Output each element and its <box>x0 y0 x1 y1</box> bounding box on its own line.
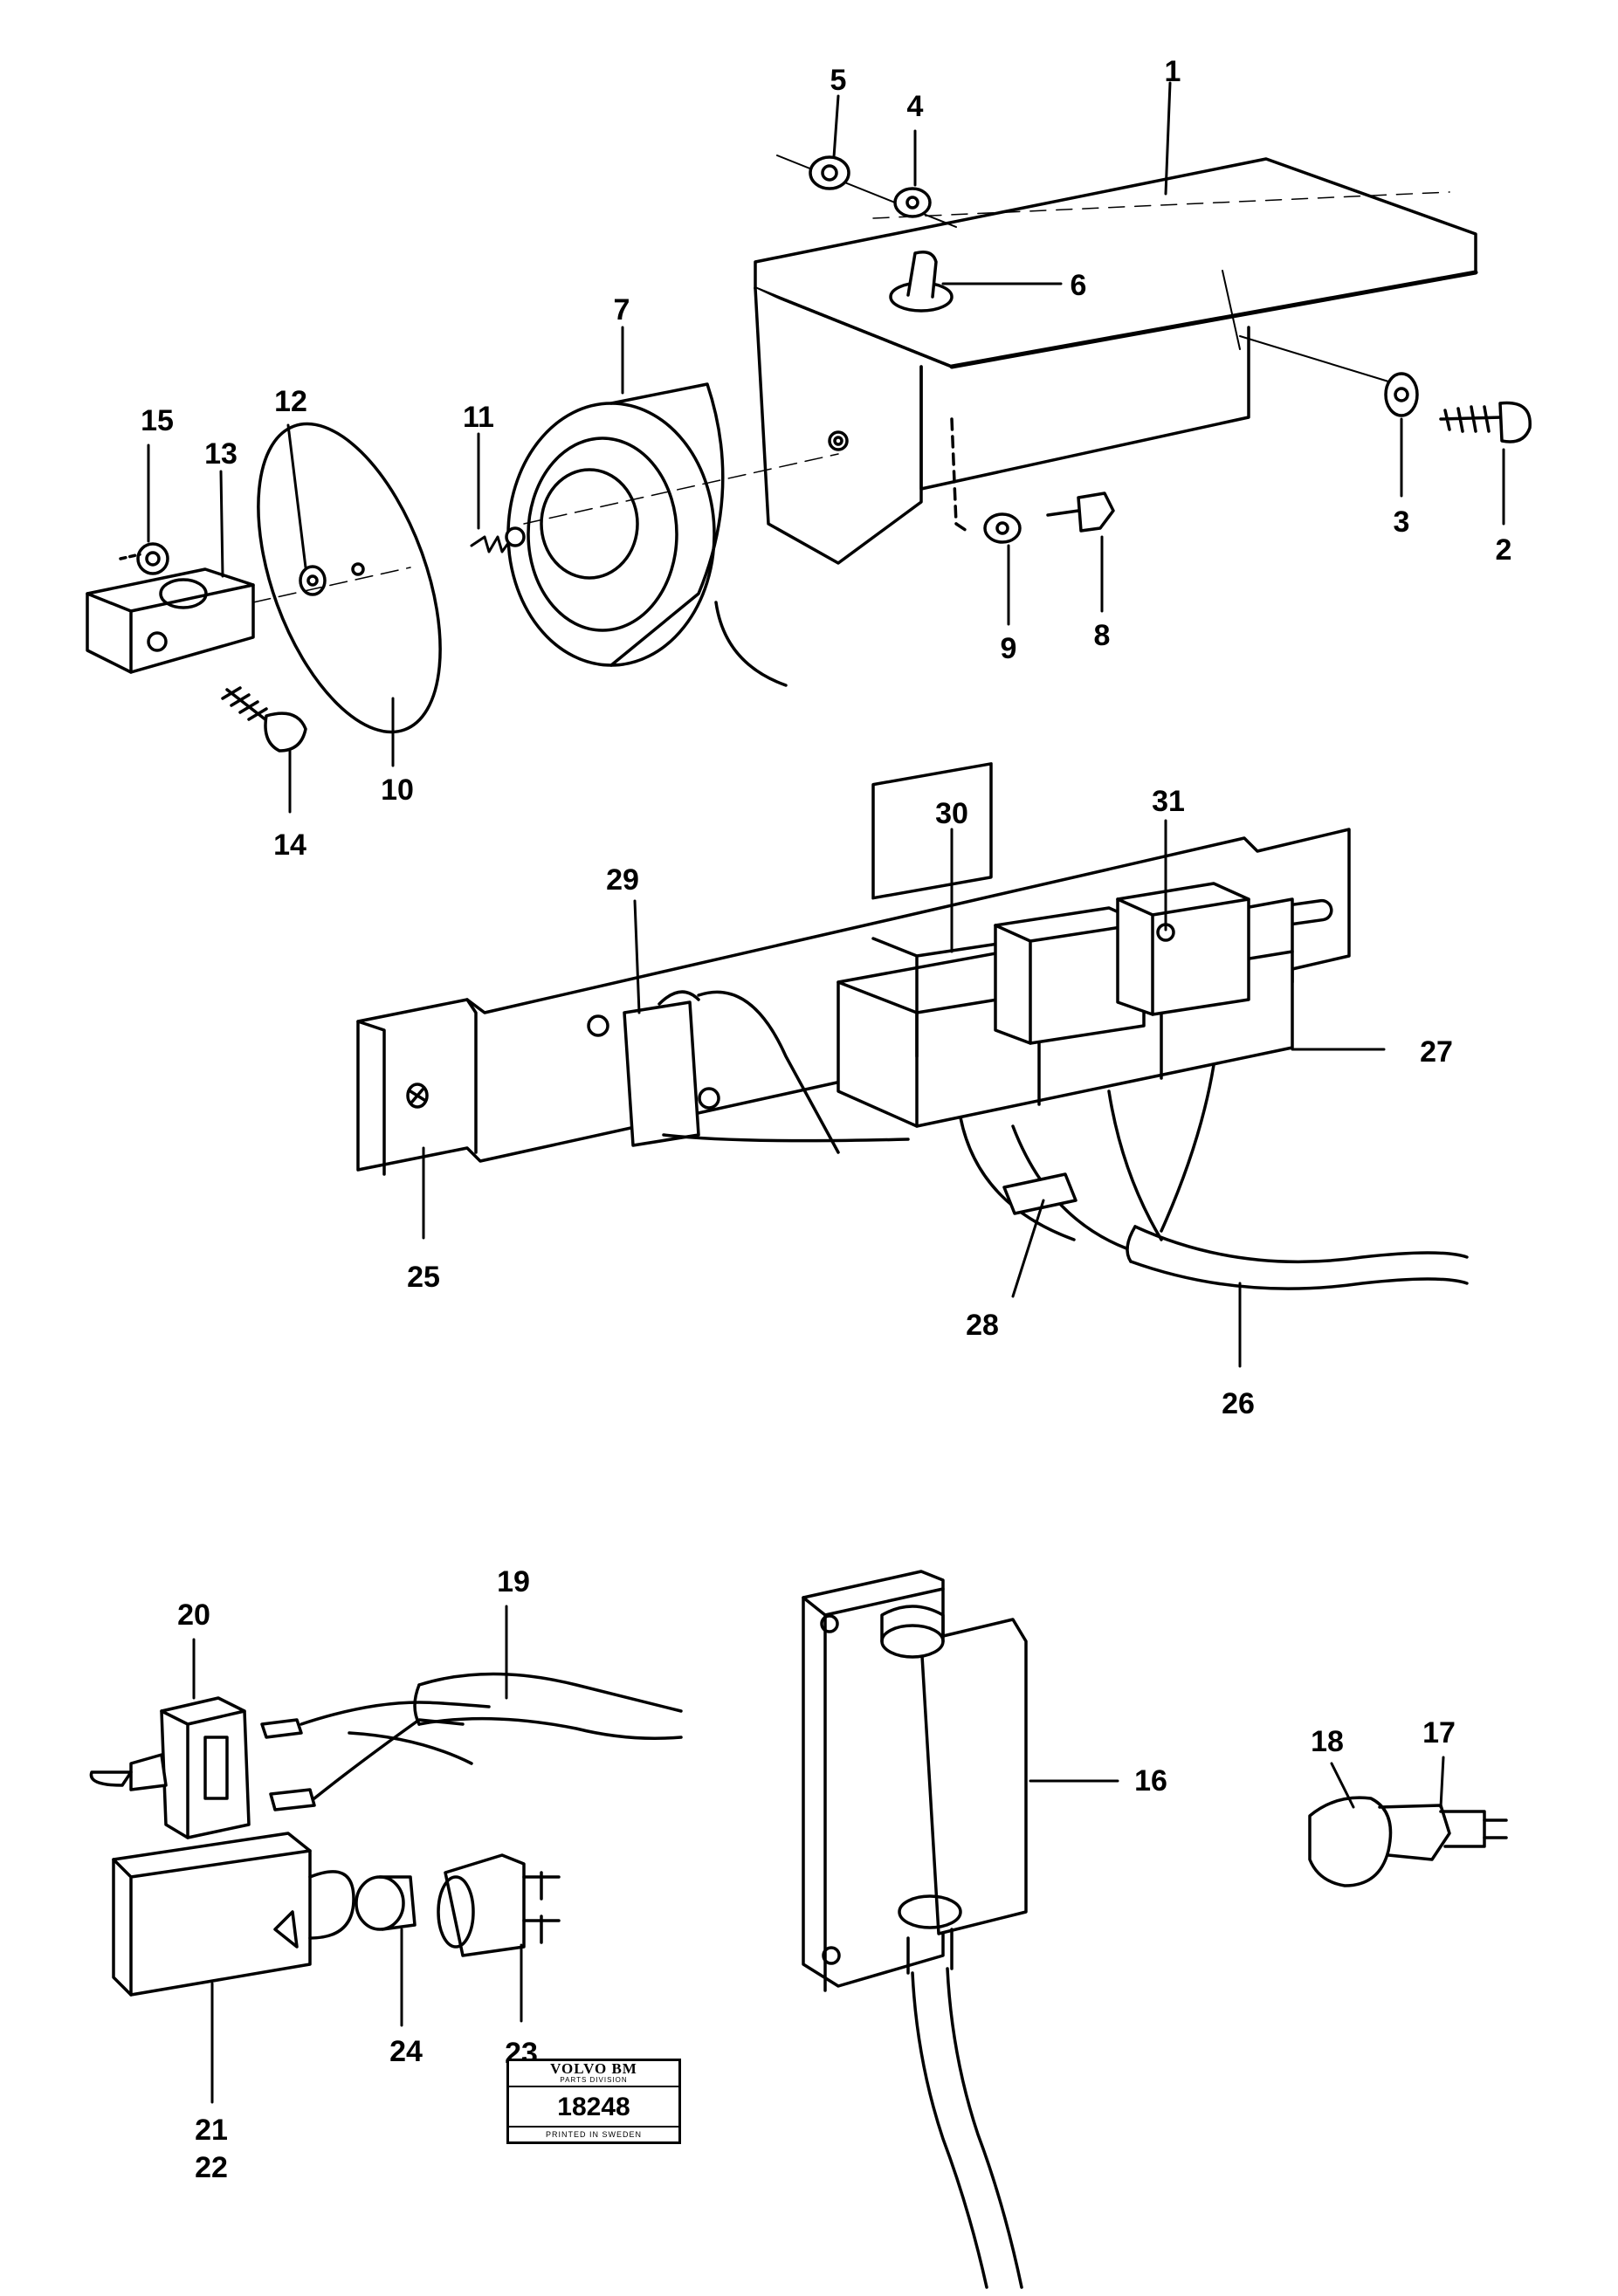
stamp-division: PARTS DIVISION <box>560 2076 628 2084</box>
callout-11: 11 <box>463 401 494 434</box>
callout-21: 21 <box>195 2114 228 2147</box>
callout-12: 12 <box>274 385 307 418</box>
clamp-part <box>86 542 307 753</box>
relay-block-part <box>837 762 1294 1128</box>
callout-24: 24 <box>389 2035 423 2068</box>
buzzer-part <box>506 382 839 687</box>
callout-22: 22 <box>195 2151 228 2184</box>
disc-part <box>252 422 442 734</box>
indicator-lamp-part <box>1308 1796 1508 1887</box>
callout-1: 1 <box>1164 55 1181 88</box>
callout-8: 8 <box>1093 619 1111 652</box>
callout-15: 15 <box>141 404 174 437</box>
callout-10: 10 <box>381 773 414 807</box>
callout-31: 31 <box>1152 785 1185 818</box>
callout-19: 19 <box>497 1565 530 1598</box>
callout-29: 29 <box>606 863 639 897</box>
callout-13: 13 <box>204 437 238 471</box>
harness-part <box>959 1063 1469 1290</box>
callout-5: 5 <box>830 64 847 97</box>
lamp-assembly-part <box>112 1832 561 1997</box>
callout-28: 28 <box>966 1309 999 1342</box>
switch-box-part <box>802 1570 1028 2289</box>
callout-16: 16 <box>1134 1764 1167 1798</box>
callout-18: 18 <box>1311 1725 1344 1758</box>
nut-washer-lower-parts <box>950 417 1115 544</box>
parts-stamp: VOLVO BM PARTS DIVISION 18248 PRINTED IN… <box>506 2059 681 2144</box>
callout-4: 4 <box>906 90 924 123</box>
callout-7: 7 <box>613 293 630 327</box>
callout-9: 9 <box>1000 632 1017 665</box>
stamp-brand: VOLVO BM <box>550 2060 637 2077</box>
spring-part <box>470 526 526 553</box>
bracket-part <box>754 157 1478 565</box>
callout-20: 20 <box>177 1598 210 1632</box>
callout-30: 30 <box>935 797 968 830</box>
callout-26: 26 <box>1222 1387 1255 1420</box>
stamp-footer: PRINTED IN SWEDEN <box>545 2130 642 2139</box>
screw-washer-right-parts <box>1239 335 1532 443</box>
callout-3: 3 <box>1393 505 1410 539</box>
callout-25: 25 <box>407 1261 440 1294</box>
toggle-knob-part <box>889 251 954 313</box>
toggle-switch-part <box>89 1672 683 1839</box>
callout-27: 27 <box>1420 1035 1453 1069</box>
callout-14: 14 <box>273 828 306 862</box>
stamp-number: 18248 <box>509 2087 678 2128</box>
stamp-header: VOLVO BM PARTS DIVISION <box>509 2061 678 2087</box>
nut-washer-parts <box>776 155 957 228</box>
callout-6: 6 <box>1070 269 1087 302</box>
resistor-part <box>623 990 910 1154</box>
callout-2: 2 <box>1495 533 1512 567</box>
callout-17: 17 <box>1422 1716 1456 1749</box>
leader-lines <box>147 81 1505 2104</box>
